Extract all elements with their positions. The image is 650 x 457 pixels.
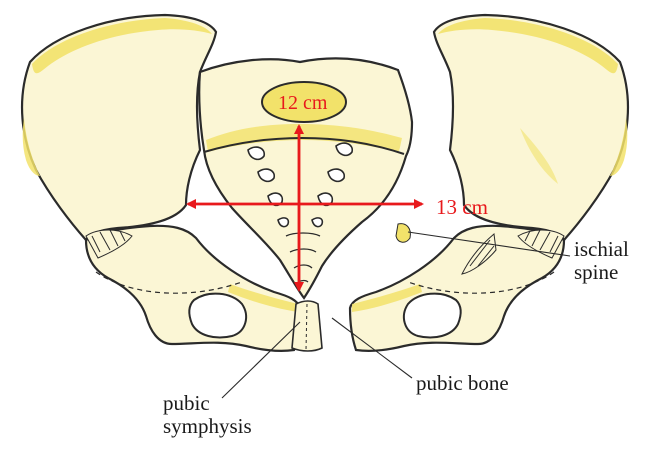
pubic-symphysis-label: pubic symphysis [163,392,252,438]
pubic-bone-label: pubic bone [416,372,509,395]
ischial-spine-label-line1: ischial [574,238,629,261]
conjugate-diameter-label: 12 cm [278,92,327,115]
ischial-spine-label-line2: spine [574,261,629,284]
left-ilium [22,15,216,240]
pubic-symphysis-label-line2: symphysis [163,415,252,438]
pubic-symphysis-label-line1: pubic [163,392,252,415]
transverse-diameter-label: 13 cm [436,196,488,219]
ischial-spine-label: ischial spine [574,238,629,284]
